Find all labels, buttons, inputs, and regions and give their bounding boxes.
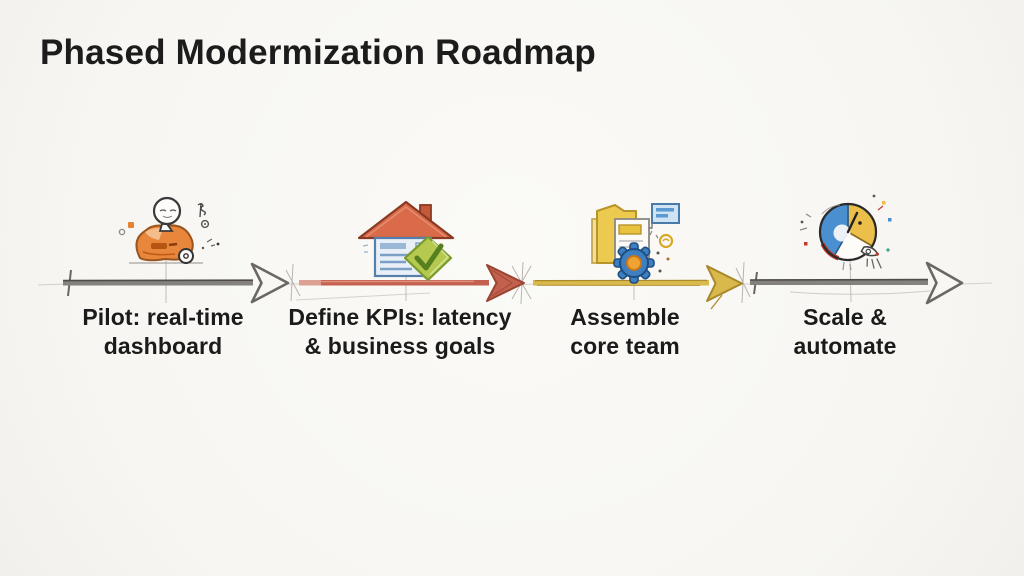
phase-2-label: Define KPIs: latency & business goals <box>288 304 512 359</box>
arrow-phase-1 <box>62 262 290 304</box>
arrow-phase-3 <box>533 265 743 310</box>
page-title: Phased Modermization Roadmap <box>40 33 596 72</box>
phase-4-label: Scale & automate <box>793 304 897 359</box>
arrow-phase-2 <box>299 264 525 302</box>
house-checklist-icon <box>357 200 455 282</box>
arrow-phase-4 <box>749 261 964 305</box>
phase-1-label: Pilot: real-time dashboard <box>82 304 244 359</box>
pie-chart-rocket-icon <box>799 194 892 271</box>
folder-gear-icon <box>591 203 680 284</box>
phase-3-label: Assemble core team <box>570 304 680 359</box>
pilot-doodle-icon <box>118 196 220 264</box>
